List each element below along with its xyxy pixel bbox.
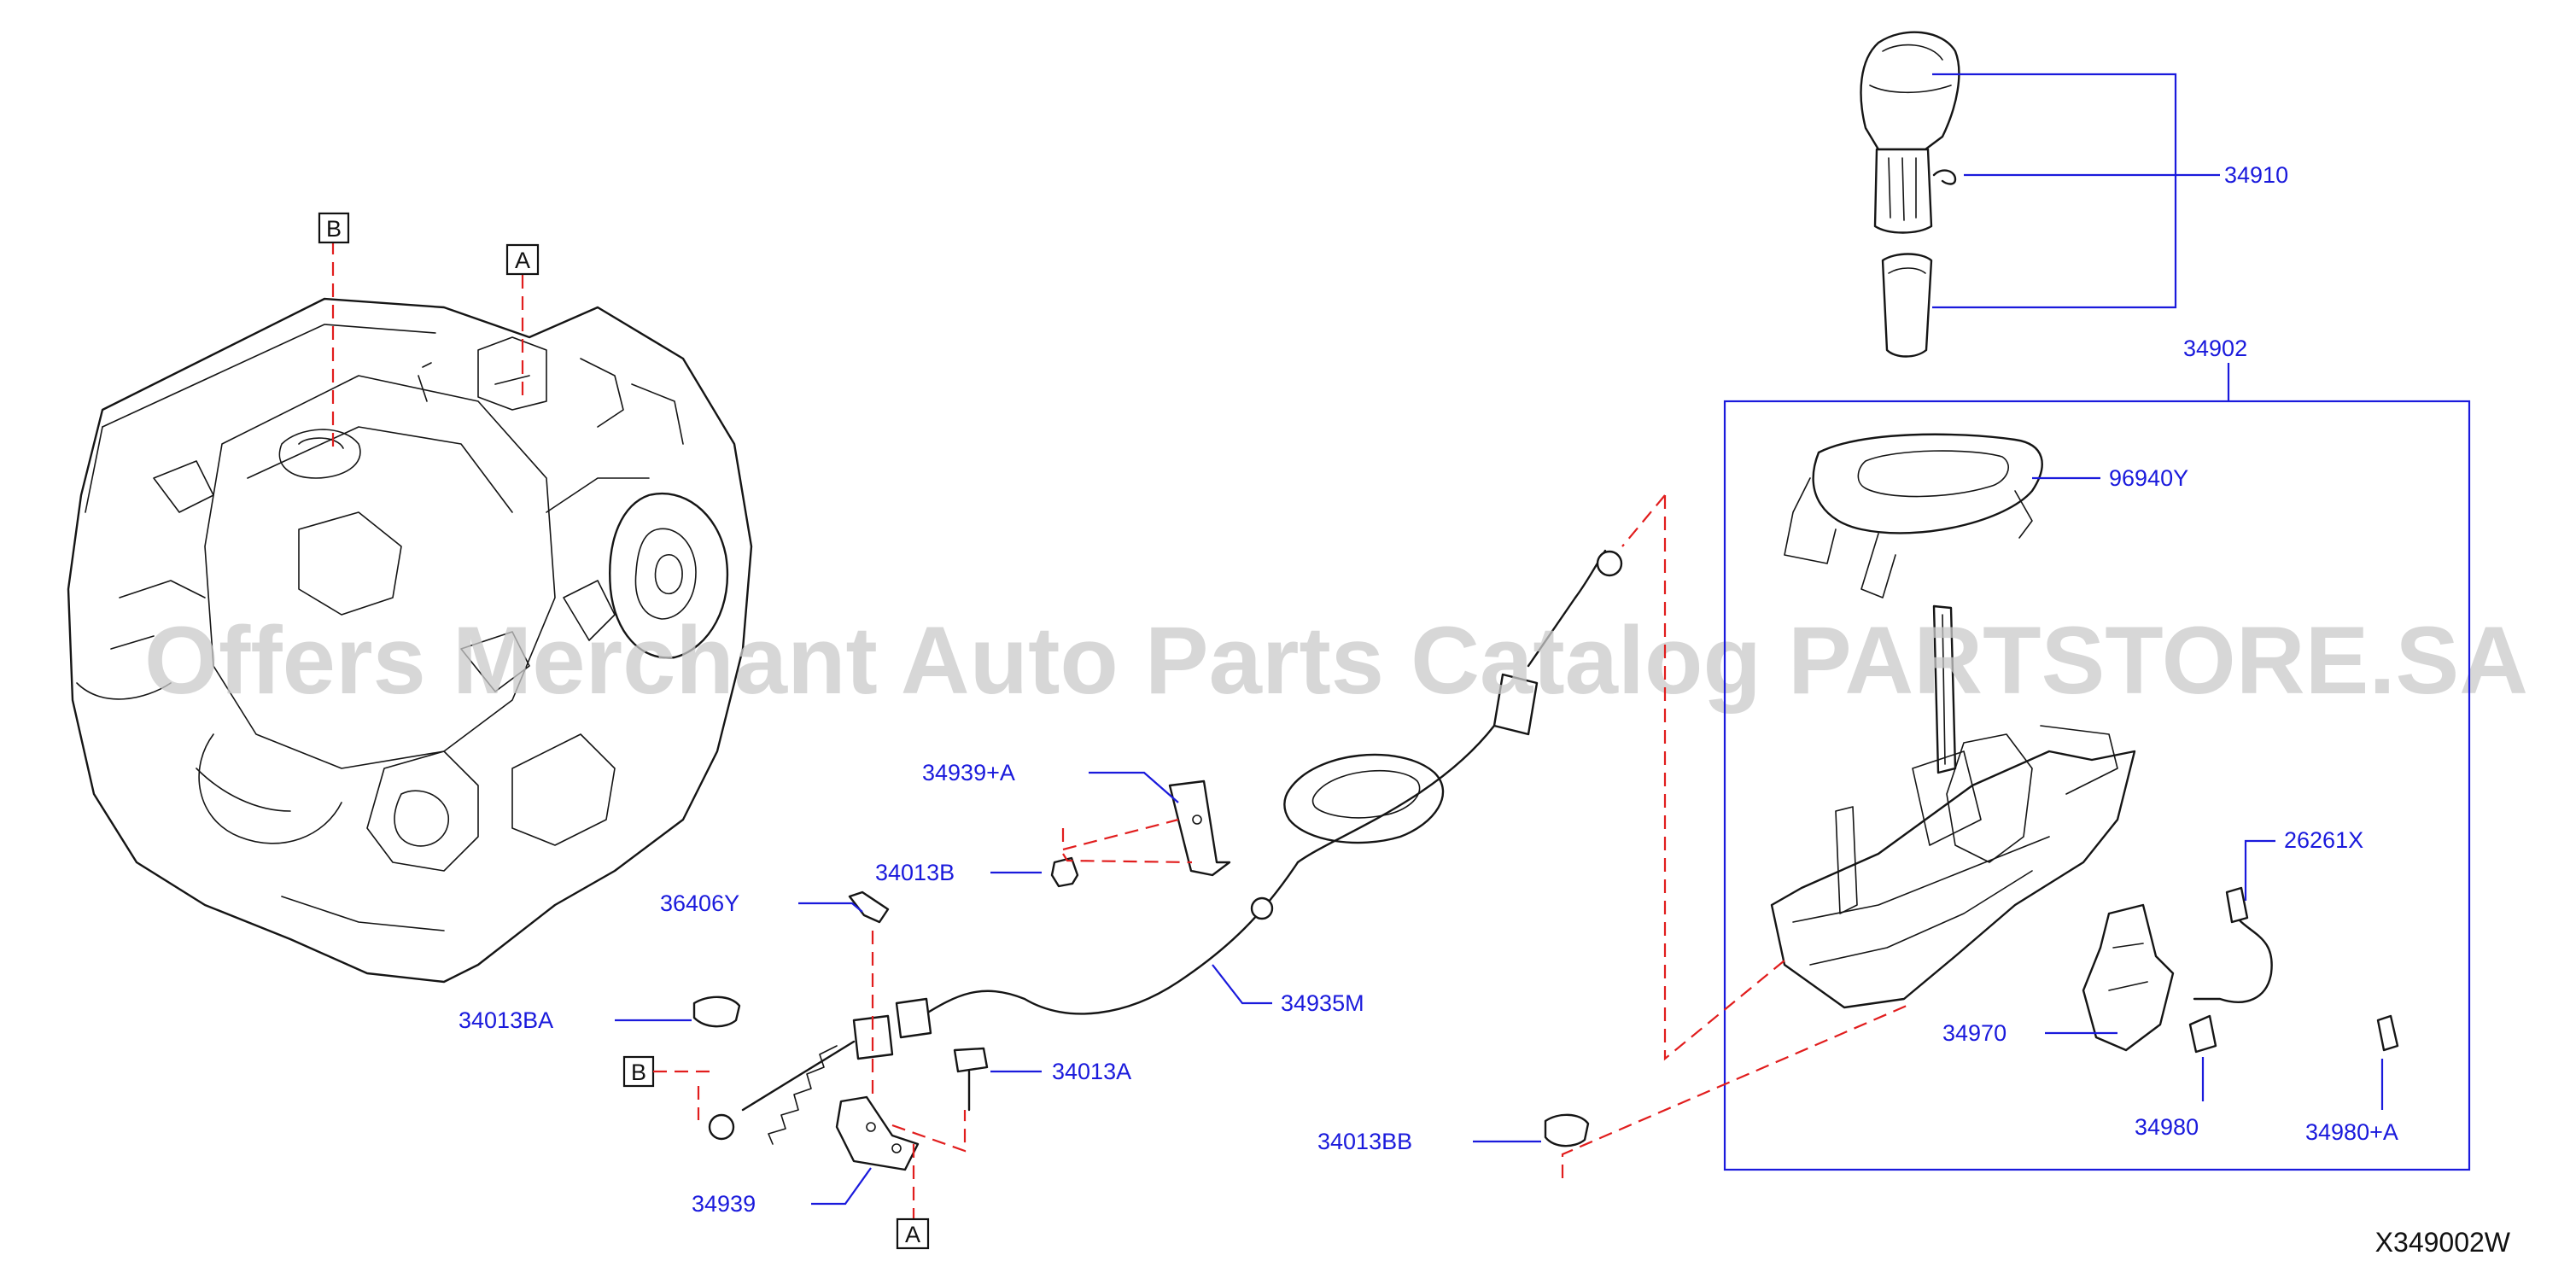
- part-label-34013bb[interactable]: 34013BB: [1317, 1129, 1412, 1154]
- part-label-34939[interactable]: 34939: [692, 1191, 756, 1217]
- part-label-34970[interactable]: 34970: [1942, 1020, 2006, 1046]
- leader-lines: [615, 476, 2384, 1206]
- ref-box-b-bottom: B: [622, 1055, 713, 1088]
- bracket-and-fastener-illustrations: [692, 779, 1590, 1171]
- shift-knob-illustration: [1860, 31, 1960, 358]
- watermark-text: Offers Merchant Auto Parts Catalog PARTS…: [144, 607, 2528, 714]
- part-label-34980[interactable]: 34980: [2135, 1114, 2199, 1140]
- ref-label-a: A: [905, 1222, 920, 1247]
- part-label-34013ba[interactable]: 34013BA: [459, 1007, 553, 1033]
- transaxle-illustration: [67, 297, 753, 984]
- bracket-34910: [1932, 73, 2177, 309]
- ref-box-a-top: A: [505, 243, 540, 276]
- part-label-34910[interactable]: 34910: [2224, 162, 2288, 188]
- ref-label-b: B: [631, 1060, 646, 1085]
- part-label-26261x[interactable]: 26261X: [2284, 827, 2363, 853]
- part-label-34013a[interactable]: 34013A: [1052, 1059, 1131, 1084]
- part-label-34939a[interactable]: 34939+A: [922, 760, 1015, 785]
- bracket-34902: [1723, 400, 2471, 1171]
- diagram-code: X349002W: [2375, 1227, 2511, 1258]
- ref-label-a: A: [515, 248, 530, 273]
- ref-box-b-top: B: [318, 212, 350, 244]
- part-label-34013b[interactable]: 34013B: [875, 860, 955, 885]
- ref-label-b: B: [326, 216, 342, 242]
- part-label-34902[interactable]: 34902: [2183, 336, 2247, 361]
- dashed-links: [331, 241, 1913, 1219]
- part-label-34935m[interactable]: 34935M: [1281, 990, 1364, 1016]
- part-labels: 34910 34902 96940Y 26261X 34970 34980 34…: [459, 162, 2398, 1217]
- shifter-body-illustration: [1770, 433, 2399, 1054]
- ref-box-a-bottom: A: [896, 1217, 930, 1250]
- part-label-36406y[interactable]: 36406Y: [660, 890, 739, 916]
- group-brackets: [1723, 73, 2471, 1171]
- part-label-34980a[interactable]: 34980+A: [2305, 1119, 2398, 1145]
- part-label-96940y[interactable]: 96940Y: [2109, 465, 2188, 491]
